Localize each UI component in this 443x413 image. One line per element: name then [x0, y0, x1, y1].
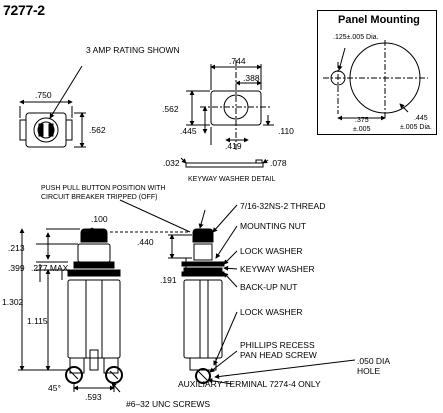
callout-thread: 7/16-32NS-2 THREAD: [240, 201, 326, 211]
callout-lock-washer-top: LOCK WASHER: [240, 246, 303, 256]
dim-collar: .399: [8, 263, 25, 273]
dim-top-height: .213: [8, 243, 25, 253]
dim-side-offset: .191: [160, 275, 177, 285]
panel-small-hole-dim: .125±.005 Dia.: [333, 34, 379, 41]
callout-phillips-recess: PHILLIPS RECESS: [240, 340, 315, 350]
dim-washer-left: .032: [163, 158, 180, 168]
dim-washer-right: .078: [270, 158, 287, 168]
panel-center-spacing: .375: [355, 117, 369, 124]
dim-side-right: .110: [278, 126, 294, 136]
dim-base: .593: [85, 392, 102, 402]
panel-large-hole-tol: ±.005 Dia.: [400, 124, 432, 131]
panel-large-hole-dim: .445: [414, 115, 428, 122]
dim-side-center: .419: [225, 141, 242, 151]
callout-mounting-nut: MOUNTING NUT: [240, 221, 307, 231]
front-elevation-view: [18, 227, 123, 393]
dim-max-width: .277 MAX: [31, 263, 69, 273]
callout-auxiliary-terminal: AUXILIARY TERMINAL 7274-4 ONLY: [178, 379, 321, 389]
panel-center-spacing-tol: ±.005: [353, 126, 371, 133]
dim-side-lower: .445: [180, 126, 197, 136]
dim-side-width: .744: [229, 56, 246, 66]
dim-front-height: .562: [89, 125, 106, 135]
part-number: 7277-2: [3, 2, 45, 18]
callout-hole: HOLE: [357, 366, 381, 376]
callout-pan-head-screw: PAN HEAD SCREW: [240, 350, 317, 360]
button-note-line1: PUSH PULL BUTTON POSITION WITH: [41, 185, 166, 192]
panel-mounting-diagram: [323, 40, 428, 121]
callout-hole-dia: .050 DIA: [357, 356, 391, 366]
dim-body: 1.115: [27, 316, 48, 326]
keyway-washer-caption: KEYWAY WASHER DETAIL: [188, 176, 276, 183]
dim-front-width: .750: [35, 90, 52, 100]
side-elevation-view: [110, 199, 356, 385]
dim-side-button: .440: [137, 237, 154, 247]
keyway-washer-detail: [180, 157, 269, 168]
panel-title: Panel Mounting: [338, 14, 420, 26]
callout-lock-washer-bottom: LOCK WASHER: [240, 307, 303, 317]
side-profile-view: [186, 60, 274, 150]
dim-side-height: .562: [162, 104, 179, 114]
dim-button-width: .100: [91, 214, 108, 224]
dim-side-half-width: .388: [243, 73, 260, 83]
callout-keyway-washer: KEYWAY WASHER: [240, 264, 315, 274]
callout-backup-nut: BACK-UP NUT: [240, 282, 298, 292]
dim-overall: 1.302: [2, 297, 24, 307]
rating-note: 3 AMP RATING SHOWN: [86, 45, 180, 55]
front-face-view: [19, 65, 86, 148]
button-note-line2: CIRCUIT BREAKER TRIPPED (OFF): [41, 194, 158, 201]
dim-angle: 45°: [48, 383, 61, 393]
screws-note: #6–32 UNC SCREWS: [126, 399, 211, 409]
panel-mounting-box: [317, 10, 437, 135]
